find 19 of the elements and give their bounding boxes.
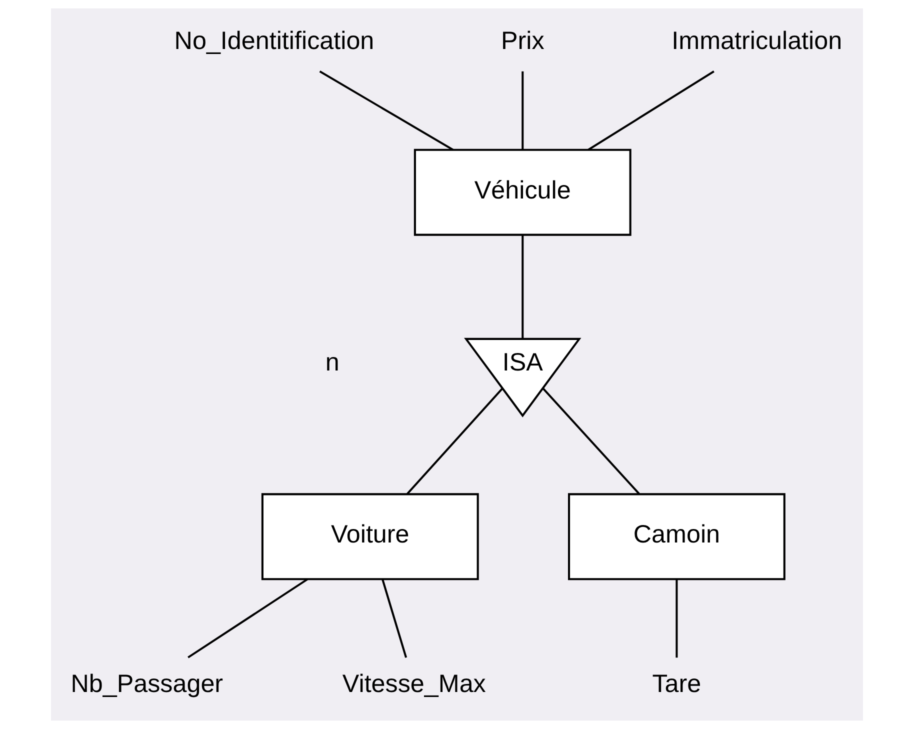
connector <box>381 579 407 658</box>
node-text: Immatriculation <box>671 26 842 55</box>
connector <box>587 70 714 151</box>
node-box: Camoin <box>568 493 785 580</box>
connector <box>521 71 524 150</box>
node-text: Vitesse_Max <box>342 670 486 698</box>
label: n <box>324 348 339 376</box>
node-box: Voiture <box>260 493 478 580</box>
node-text: No_Identitification <box>174 26 374 55</box>
connector <box>521 234 524 339</box>
connector <box>406 388 502 495</box>
connector <box>318 70 453 151</box>
node-text: Prix <box>500 26 544 55</box>
connector <box>675 580 678 658</box>
connector <box>542 388 640 495</box>
node-text: Tare <box>652 670 701 698</box>
node-box: Véhicule <box>413 148 631 236</box>
node-text: Nb_Passager <box>70 670 223 698</box>
connector <box>187 578 308 658</box>
